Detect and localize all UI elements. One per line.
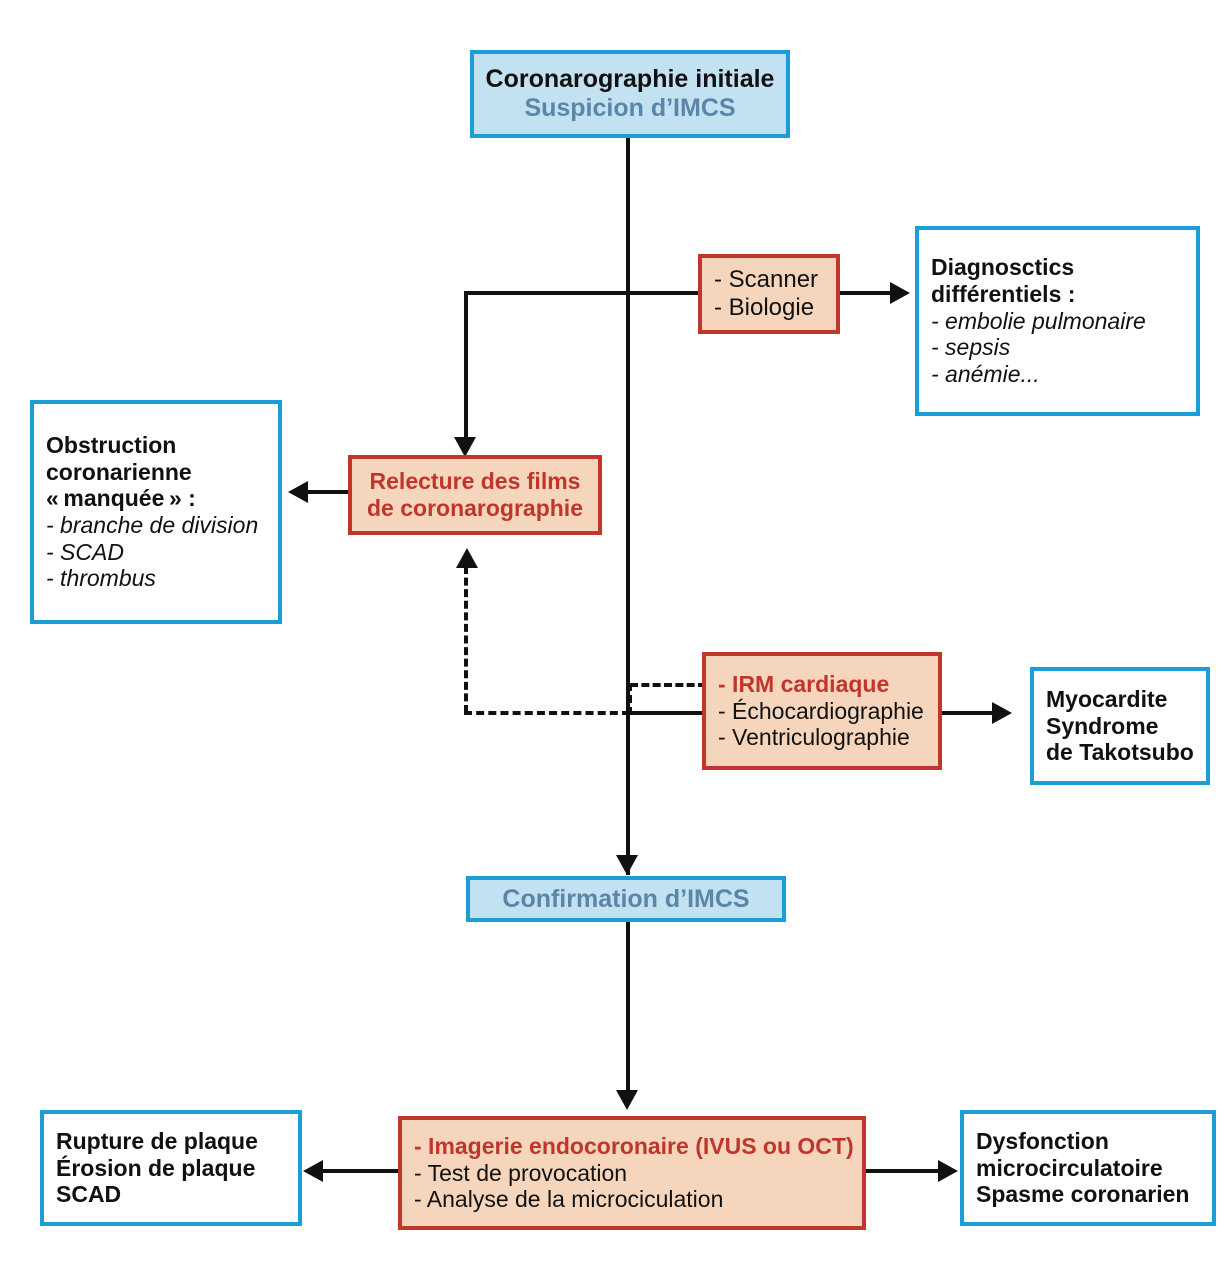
node-rupture-plaque[interactable]: Rupture de plaque Érosion de plaque SCAD (40, 1110, 302, 1226)
node-myocardite-takotsubo[interactable]: Myocardite Syndrome de Takotsubo (1030, 667, 1210, 785)
arrowhead-to-differential (890, 282, 910, 304)
node-scanner-line2: - Biologie (714, 294, 815, 321)
connector-endocoronary-to-plaque (318, 1169, 398, 1173)
node-obstruction-coronarienne[interactable]: Obstruction coronarienne « manquée » : -… (30, 400, 282, 624)
node-differential-line1: Diagnosctics (931, 254, 1075, 281)
node-dysfunction-line2: microcirculatoire (976, 1154, 1163, 1181)
connector-endocoronary-to-dysfunction (866, 1169, 948, 1173)
arrowhead-to-endocoronary (616, 1090, 638, 1110)
node-myocarditis-line3: de Takotsubo (1046, 739, 1194, 766)
arrowhead-to-dysfunction (938, 1160, 958, 1182)
dashed-connector-irm-drop (628, 683, 632, 715)
node-myocarditis-line2: Syndrome (1046, 712, 1159, 739)
node-plaque-line1: Rupture de plaque (56, 1127, 258, 1154)
node-differential-line2: différentiels : (931, 280, 1076, 307)
node-obstruction-line2: coronarienne (46, 458, 192, 485)
dashed-connector-irm-segment (630, 683, 706, 687)
dashed-connector-feedback-vertical (464, 566, 468, 713)
node-dysfunction-line1: Dysfonction (976, 1127, 1109, 1154)
node-endocoronary-line3: - Analyse de la microciculation (414, 1186, 724, 1213)
connector-scanner-to-differential (838, 291, 900, 295)
dashed-connector-feedback-horizontal (464, 711, 630, 715)
node-dysfunction-line3: Spasme coronarien (976, 1181, 1190, 1208)
connector-to-scanner (464, 291, 698, 295)
arrowhead-to-relecture-feedback (456, 548, 478, 568)
arrowhead-to-myocarditis (992, 702, 1012, 724)
connector-relecture-to-obstruction (300, 490, 350, 494)
node-myocarditis-line1: Myocardite (1046, 685, 1168, 712)
node-imaging-line1: - IRM cardiaque (718, 670, 890, 697)
node-endocoronary-line1: - Imagerie endocoronaire (IVUS ou OCT) (414, 1132, 854, 1159)
connector-trunk-to-imaging (626, 711, 704, 715)
node-imaging-line3: - Ventriculographie (718, 724, 910, 751)
connector-branch-to-relecture (464, 291, 468, 447)
arrowhead-to-plaque (303, 1160, 323, 1182)
node-title-line1: Coronarographie initiale (485, 65, 775, 93)
node-imaging-line2: - Échocardiographie (718, 697, 924, 724)
node-diagnostics-differentiels[interactable]: Diagnosctics différentiels : - embolie p… (915, 226, 1200, 416)
node-relecture-films[interactable]: Relecture des films de coronarographie (348, 455, 602, 535)
node-obstruction-line5: - SCAD (46, 538, 124, 565)
node-obstruction-line6: - thrombus (46, 565, 156, 592)
connector-trunk-upper (626, 136, 630, 875)
arrowhead-to-relecture (454, 437, 476, 457)
node-imagerie-endocoronaire[interactable]: - Imagerie endocoronaire (IVUS ou OCT) -… (398, 1116, 866, 1230)
node-confirmation-line1: Confirmation d’IMCS (502, 884, 750, 913)
node-obstruction-line3: « manquée » : (46, 485, 196, 512)
node-obstruction-line4: - branche de division (46, 512, 259, 538)
node-relecture-line1: Relecture des films (369, 468, 581, 495)
connector-imaging-to-myocarditis (940, 711, 1002, 715)
arrowhead-to-confirmation (616, 855, 638, 875)
node-differential-line4: - sepsis (931, 334, 1011, 361)
node-endocoronary-line2: - Test de provocation (414, 1159, 628, 1186)
node-differential-line5: - anémie... (931, 361, 1040, 387)
node-coronarographie-initiale[interactable]: Coronarographie initiale Suspicion d’IMC… (470, 50, 790, 138)
node-plaque-line2: Érosion de plaque (56, 1154, 256, 1181)
connector-confirmation-to-endocoronary (626, 922, 630, 1102)
node-imagerie-cardiaque[interactable]: - IRM cardiaque - Échocardiographie - Ve… (702, 652, 942, 770)
node-differential-line3: - embolie pulmonaire (931, 307, 1146, 334)
node-relecture-line2: de coronarographie (367, 495, 583, 521)
node-title-line2: Suspicion d’IMCS (524, 94, 736, 122)
node-dysfonction-microcirculatoire[interactable]: Dysfonction microcirculatoire Spasme cor… (960, 1110, 1216, 1226)
node-obstruction-line1: Obstruction (46, 431, 177, 458)
node-scanner-biologie[interactable]: - Scanner - Biologie (698, 254, 840, 334)
arrowhead-to-obstruction (288, 481, 308, 503)
node-scanner-line1: - Scanner (714, 266, 819, 294)
node-plaque-line3: SCAD (56, 1181, 122, 1208)
node-confirmation-imcs[interactable]: Confirmation d’IMCS (466, 876, 786, 922)
